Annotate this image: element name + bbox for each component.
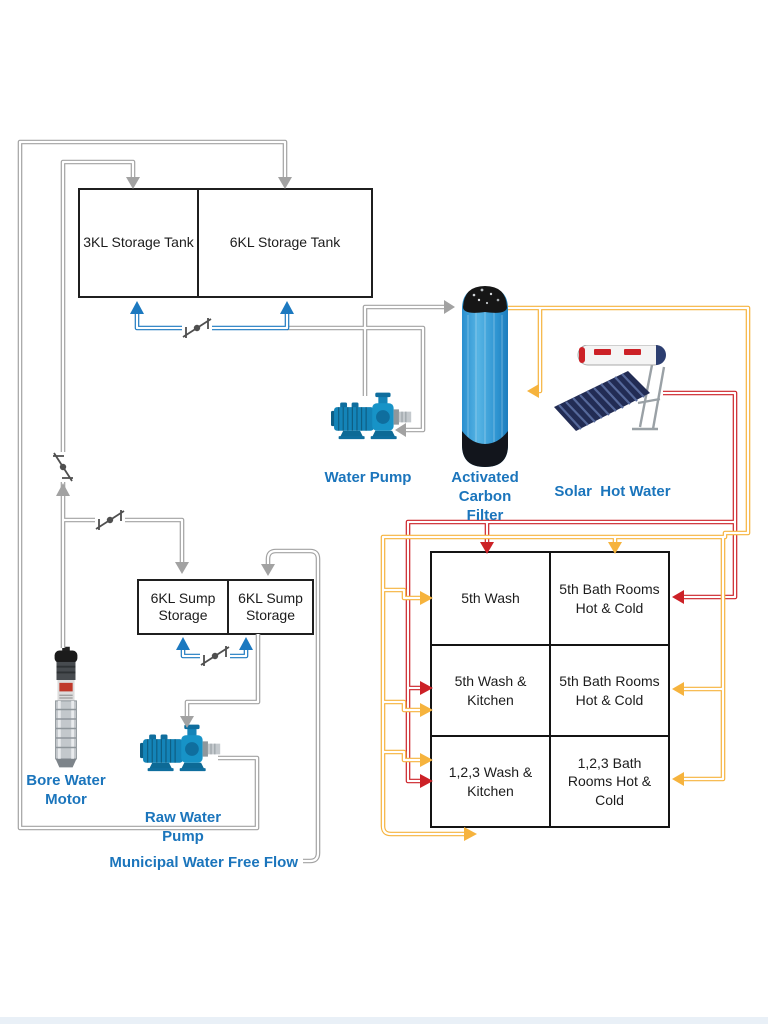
carbon-filter-label: Activated Carbon Filter (451, 469, 519, 524)
sump-storage-left: 6KL Sump Storage (139, 581, 227, 633)
sump-storage-box: 6KL Sump Storage 6KL Sump Storage (137, 579, 314, 635)
pump-drawing (331, 392, 412, 440)
grid-cell-123-bath: 1,2,3 Bath Rooms Hot & Cold (549, 735, 668, 826)
storage-tank-6kl: 6KL Storage Tank (197, 190, 371, 296)
valve-bore-branch (94, 509, 126, 531)
bore-motor-image (54, 646, 78, 768)
grid-cell-5th-wash-kitchen: 5th Wash & Kitchen (432, 644, 549, 735)
carbon-filter-drawing (462, 286, 508, 467)
storage-tank-box: 3KL Storage Tank 6KL Storage Tank (78, 188, 373, 298)
sump-storage-left-label: 6KL Sump Storage (150, 589, 216, 624)
solar-heater-image (554, 345, 666, 431)
solar-hot-water-label: Solar Hot Water (554, 483, 671, 500)
sump-storage-right: 6KL Sump Storage (227, 581, 312, 633)
sump-storage-right-label: 6KL Sump Storage (238, 589, 303, 624)
bore-water-motor-label: Bore Water Motor (26, 772, 106, 808)
pump-drawing (140, 724, 221, 772)
water-pump-image (331, 392, 412, 440)
valve-bore-riser (52, 451, 74, 483)
grid-cell-5th-bath-1: 5th Bath Rooms Hot & Cold (549, 553, 668, 644)
valve-sump-tanks (199, 645, 231, 667)
solar-heater-drawing (554, 345, 666, 431)
grid-cell-5th-bath-2: 5th Bath Rooms Hot & Cold (549, 644, 668, 735)
storage-tank-3kl: 3KL Storage Tank (80, 190, 197, 296)
bore-motor-drawing (54, 646, 78, 768)
water-pump-label: Water Pump (324, 469, 412, 486)
raw-water-pump-label: Raw Water Pump (144, 809, 222, 845)
distribution-grid: 5th Wash 5th Bath Rooms Hot & Cold 5th W… (430, 551, 670, 828)
storage-tank-3kl-label: 3KL Storage Tank (83, 234, 194, 251)
carbon-filter-image (462, 286, 508, 467)
grid-cell-123-wash-kitchen: 1,2,3 Wash & Kitchen (432, 735, 549, 826)
raw-water-pump-image (140, 724, 221, 772)
page-bottom-strip (0, 1017, 768, 1024)
storage-tank-6kl-label: 6KL Storage Tank (229, 234, 341, 251)
municipal-water-label: Municipal Water Free Flow (109, 854, 298, 871)
grid-cell-5th-wash: 5th Wash (461, 590, 520, 607)
valve-storage-tanks (181, 317, 213, 339)
